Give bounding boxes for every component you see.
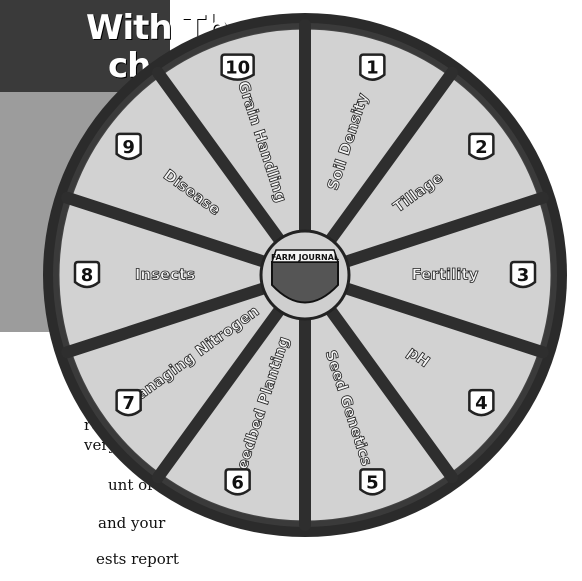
segment-number-badge: 4 — [469, 390, 493, 415]
segment-number: 9 — [122, 137, 135, 158]
segment-number-badge: 6 — [226, 469, 250, 494]
segment-label: Insects — [135, 266, 195, 284]
segment-number: 2 — [475, 137, 488, 158]
segment-number: 3 — [517, 265, 530, 286]
segment-number: 1 — [366, 58, 379, 79]
segment-label: Fertility — [412, 266, 479, 284]
segment-number-badge: 10 — [222, 55, 254, 80]
segment-number: 6 — [231, 472, 244, 493]
segment-number: 8 — [81, 265, 94, 286]
segment-number: 10 — [225, 58, 250, 79]
segment-number-badge: 5 — [360, 469, 384, 494]
segment-number-badge: 1 — [360, 55, 384, 80]
segment-number: 7 — [122, 393, 135, 414]
segment-number-badge: 3 — [511, 262, 535, 287]
hub-label: FARM JOURNAL — [271, 253, 339, 262]
segment-number: 5 — [366, 472, 379, 493]
segment-number-badge: 9 — [117, 134, 141, 159]
segment-number: 4 — [475, 393, 488, 414]
hub: FARM JOURNAL — [261, 231, 349, 319]
segment-number-badge: 2 — [469, 134, 493, 159]
segment-number-badge: 7 — [117, 390, 141, 415]
segment-number-badge: 8 — [75, 262, 99, 287]
